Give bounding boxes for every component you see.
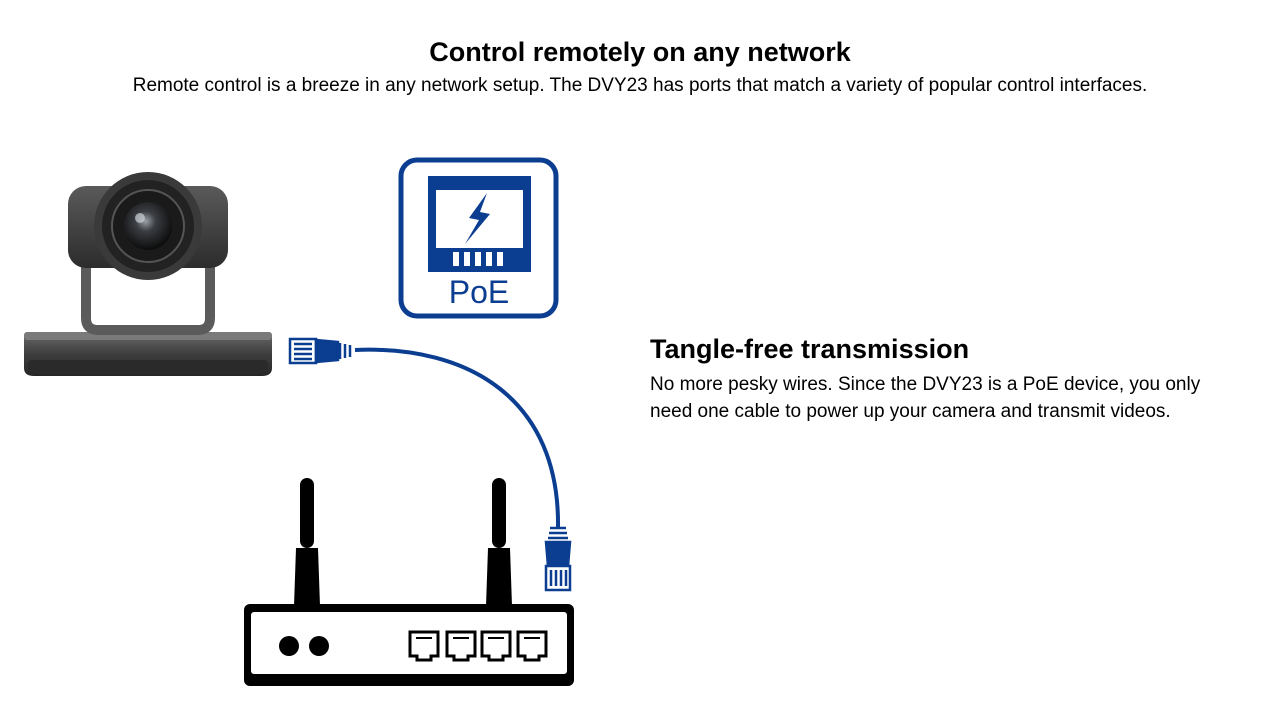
router-port-icon xyxy=(408,630,440,662)
router-port-icon xyxy=(480,630,512,662)
rj45-plug-router-end-icon xyxy=(544,526,572,592)
feature-description: No more pesky wires. Since the DVY23 is … xyxy=(650,371,1275,425)
network-router-icon xyxy=(244,478,574,686)
poe-badge-label: PoE xyxy=(449,274,509,310)
router-antenna-icon xyxy=(486,478,512,606)
router-led-icon xyxy=(279,636,299,656)
router-port-icon xyxy=(516,630,548,662)
feature-description-line: need one cable to power up your camera a… xyxy=(650,401,1171,422)
page-title: Control remotely on any network xyxy=(429,37,851,67)
feature-title: Tangle-free transmission xyxy=(650,334,970,364)
page-subtitle: Remote control is a breeze in any networ… xyxy=(132,75,1148,96)
ptz-camera-icon xyxy=(24,172,272,376)
feature-description-line: No more pesky wires. Since the DVY23 is … xyxy=(650,374,1201,395)
lightning-bolt-icon xyxy=(465,193,490,244)
router-ports xyxy=(408,630,548,662)
router-led-icon xyxy=(309,636,329,656)
poe-badge-icon: PoE xyxy=(398,157,559,319)
rj45-plug-camera-end-icon xyxy=(288,337,352,365)
router-antenna-icon xyxy=(294,478,320,606)
ethernet-cable xyxy=(354,347,561,529)
router-port-icon xyxy=(445,630,477,662)
